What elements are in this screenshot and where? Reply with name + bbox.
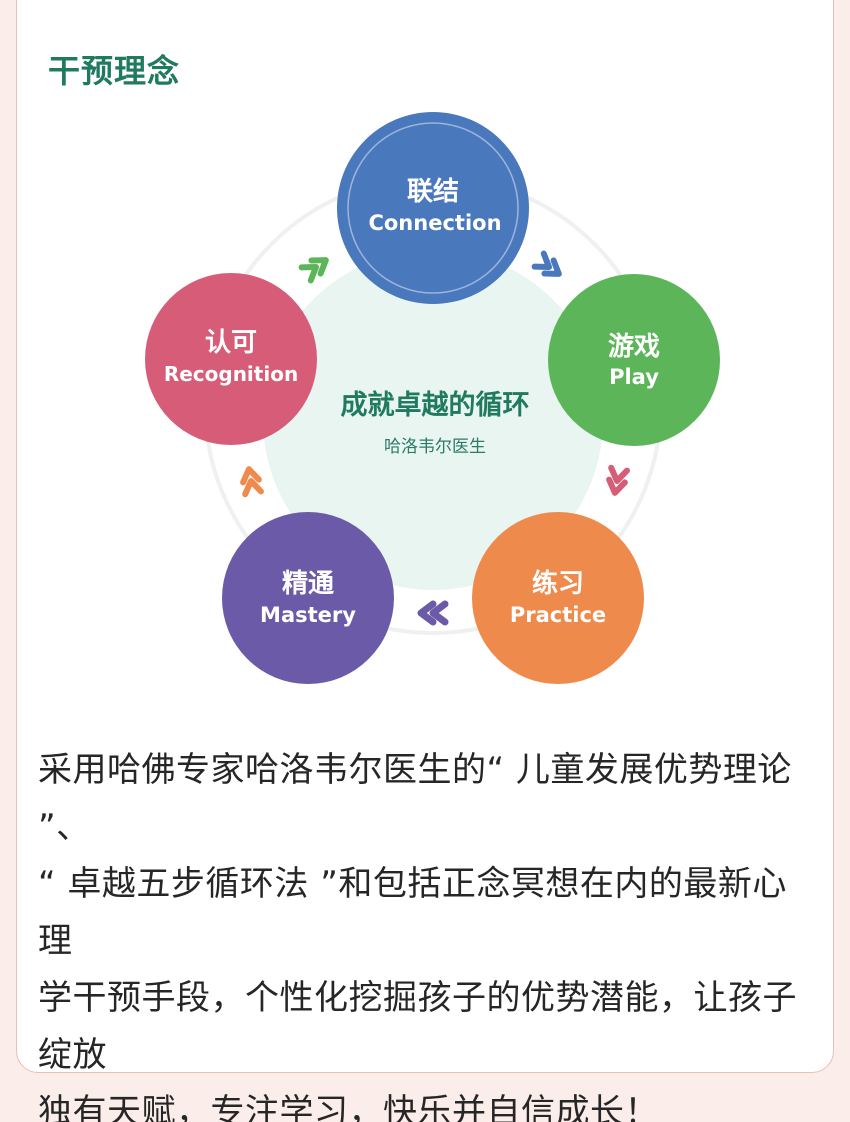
node-connection: 联结 Connection [337, 112, 529, 304]
description-line: 独有天赋，专注学习，快乐并自信成长！ [38, 1092, 659, 1122]
node-recognition: 认可 Recognition [145, 273, 317, 445]
node-recognition-cn: 认可 [205, 328, 257, 358]
node-mastery-en: Mastery [260, 603, 356, 627]
node-mastery: 精通 Mastery [222, 512, 394, 684]
arrow-play-to-practice-icon [606, 464, 630, 496]
node-connection-cn: 联结 [407, 177, 459, 207]
description-paragraph: 采用哈佛专家哈洛韦尔医生的“ 儿童发展优势理论 ”、 “ 卓越五步循环法 ”和包… [38, 742, 818, 1122]
node-recognition-en: Recognition [164, 362, 298, 386]
arrow-practice-to-mastery-icon [417, 600, 449, 626]
node-play-en: Play [609, 365, 659, 389]
arrow-connection-to-play-icon [531, 250, 562, 277]
node-play-circle [548, 274, 720, 446]
node-mastery-circle [222, 512, 394, 684]
description-line: “ 卓越五步循环法 ”和包括正念冥想在内的最新心理 [38, 864, 787, 961]
node-mastery-cn: 精通 [282, 569, 334, 599]
cycle-diagram: 成就卓越的循环 哈洛韦尔医生 联结 Connection 游戏 Play 练习 … [145, 112, 720, 684]
arrow-recognition-to-connection-icon [298, 257, 329, 284]
node-practice-circle [472, 512, 644, 684]
node-recognition-circle [145, 273, 317, 445]
node-connection-inner-ring [347, 122, 519, 294]
center-title: 成就卓越的循环 [341, 389, 530, 421]
arrow-mastery-to-recognition-icon [240, 466, 264, 498]
description-line: 采用哈佛专家哈洛韦尔医生的“ 儿童发展优势理论 ”、 [38, 750, 792, 847]
node-connection-circle [337, 112, 529, 304]
node-practice-en: Practice [510, 603, 606, 627]
section-title: 干预理念 [48, 52, 181, 90]
description-line: 学干预手段，个性化挖掘孩子的优势潜能，让孩子绽放 [38, 978, 797, 1075]
center-disk [263, 250, 603, 590]
node-practice: 练习 Practice [472, 512, 644, 684]
node-practice-cn: 练习 [532, 568, 584, 599]
node-play-cn: 游戏 [608, 332, 660, 362]
center-subtitle: 哈洛韦尔医生 [384, 437, 486, 457]
node-play: 游戏 Play [548, 274, 720, 446]
node-connection-en: Connection [368, 211, 501, 235]
